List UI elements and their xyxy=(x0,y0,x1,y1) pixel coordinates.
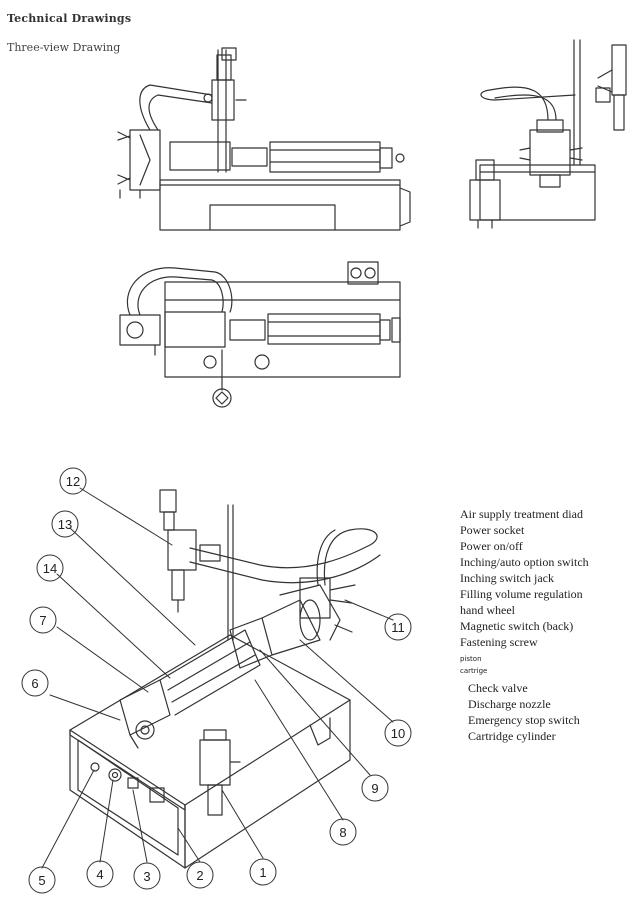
page-title: Technical Drawings xyxy=(7,12,132,25)
side-view xyxy=(469,39,627,229)
callout-leaders xyxy=(41,487,394,869)
callout-circles xyxy=(21,467,412,894)
legend-item: Inching/auto option switch xyxy=(460,555,589,569)
legend-item: Cartridge cylinder xyxy=(468,729,556,743)
callout-3: 3 xyxy=(143,869,150,884)
legend-item: Magnetic switch (back) xyxy=(460,619,574,633)
callout-8: 8 xyxy=(339,825,346,840)
callout-7: 7 xyxy=(39,613,46,628)
front-view xyxy=(117,47,411,231)
callout-5: 5 xyxy=(38,873,45,888)
legend-item: Air supply treatment diad xyxy=(460,507,583,521)
legend-item: Emergency stop switch xyxy=(468,713,580,727)
callout-13: 13 xyxy=(58,517,72,532)
legend-item: piston xyxy=(460,655,482,663)
legend-item: Fastening screw xyxy=(460,635,538,649)
legend-item: Check valve xyxy=(468,681,528,695)
isometric-view xyxy=(69,489,381,869)
callout-4: 4 xyxy=(96,867,103,882)
callout-labels: 1 2 3 4 5 6 7 8 9 10 11 12 13 14 xyxy=(31,474,405,888)
legend-item: Power on/off xyxy=(460,539,523,553)
callout-14: 14 xyxy=(43,561,57,576)
legend-item: cartrige xyxy=(460,667,488,675)
callout-6: 6 xyxy=(31,676,38,691)
page-subtitle: Three-view Drawing xyxy=(7,41,121,54)
callout-10: 10 xyxy=(391,726,405,741)
legend-item: Power socket xyxy=(460,523,525,537)
callout-2: 2 xyxy=(196,868,203,883)
legend-item: Discharge nozzle xyxy=(468,697,551,711)
legend-item: hand wheel xyxy=(460,603,515,617)
top-view xyxy=(119,261,401,408)
callout-1: 1 xyxy=(259,865,266,880)
legend-item: Inching switch jack xyxy=(460,571,554,585)
legend-item: Filling volume regulation xyxy=(460,587,583,601)
callout-12: 12 xyxy=(66,474,80,489)
callout-11: 11 xyxy=(391,620,405,635)
callout-9: 9 xyxy=(371,781,378,796)
